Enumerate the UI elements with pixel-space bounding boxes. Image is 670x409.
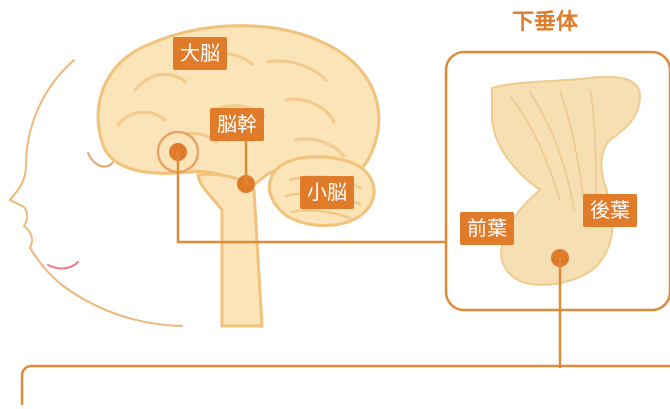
label-posterior-lobe: 後葉 xyxy=(583,194,637,227)
pituitary-title: 下垂体 xyxy=(512,12,578,34)
label-brainstem: 脳幹 xyxy=(210,108,264,141)
bottom-panel xyxy=(22,366,670,405)
label-anterior-lobe: 前葉 xyxy=(460,212,514,245)
label-cerebellum: 小脳 xyxy=(300,176,354,209)
mouth xyxy=(48,262,78,268)
label-cerebrum: 大脳 xyxy=(173,37,227,70)
